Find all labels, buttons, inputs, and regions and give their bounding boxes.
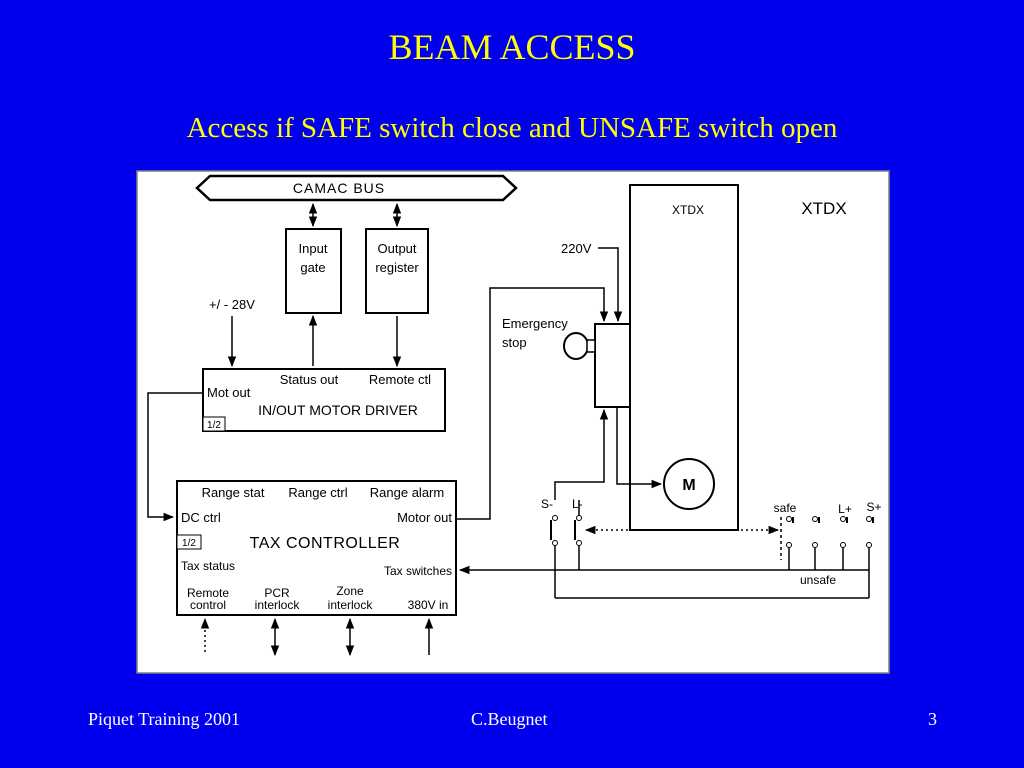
safe-switches	[786, 516, 820, 548]
camac-bus	[195, 174, 518, 202]
range-stat-label: Range stat	[202, 485, 265, 500]
s-minus-to-estop-line	[554, 408, 609, 500]
mot-out-label: Mot out	[207, 385, 251, 400]
motout-to-dcctrl-line	[147, 392, 203, 522]
footer-page-number: 3	[928, 709, 937, 729]
motor-driver-tag: 1/2	[207, 420, 221, 431]
remote-control-label-1: Remote	[187, 586, 229, 600]
input-gate-label-1: Input	[299, 241, 328, 256]
motor-out-label: Motor out	[397, 510, 452, 525]
emergency-stop-button-icon	[563, 332, 589, 360]
range-alarm-label: Range alarm	[370, 485, 444, 500]
emergency-stop-label-1: Emergency	[502, 316, 568, 331]
s-plus-switch	[866, 516, 874, 548]
slide-subtitle: Access if SAFE switch close and UNSAFE s…	[186, 112, 838, 144]
l-minus-label: L-	[572, 497, 583, 511]
xtdx-small-label: XTDX	[672, 203, 704, 217]
motorout-to-estop-line	[456, 287, 609, 520]
slide-title: BEAM ACCESS	[388, 27, 636, 67]
pcr-interlock-label-1: PCR	[264, 586, 290, 600]
unsafe-label: unsafe	[800, 573, 836, 587]
estop-to-motor-arrow	[616, 407, 663, 489]
input-gate-label-2: gate	[300, 260, 325, 275]
motor-label: M	[682, 477, 695, 494]
l-plus-label: L+	[838, 502, 852, 516]
zone-interlock-label-2: interlock	[328, 598, 374, 612]
220v-arrow	[598, 247, 623, 323]
pcr-interlock-label-2: interlock	[255, 598, 301, 612]
status-out-label: Status out	[280, 372, 339, 387]
emergency-stop-box	[594, 323, 631, 408]
tax-controller-title: TAX CONTROLLER	[250, 535, 401, 552]
remote-control-label-2: control	[190, 598, 226, 612]
tax-status-label: Tax status	[181, 559, 235, 573]
s-minus-switch	[550, 515, 558, 546]
l-minus-switch	[574, 515, 582, 546]
l-plus-switch	[840, 516, 848, 548]
remote-ctl-label: Remote ctl	[369, 372, 431, 387]
motor-driver-tag-box	[202, 416, 226, 432]
motor-driver-title: IN/OUT MOTOR DRIVER	[258, 402, 418, 418]
tax-switches-label: Tax switches	[384, 564, 452, 578]
zone-interlock-label-1: Zone	[336, 584, 364, 598]
camac-bus-label: CAMAC BUS	[293, 180, 385, 196]
dc-ctrl-label: DC ctrl	[181, 510, 221, 525]
output-register-label-2: register	[375, 260, 419, 275]
input-gate-box	[285, 228, 342, 314]
safe-label: safe	[774, 501, 797, 515]
range-ctrl-label: Range ctrl	[288, 485, 347, 500]
380v-in-label: 380V in	[408, 598, 449, 612]
output-register-label-1: Output	[377, 241, 416, 256]
s-plus-label: S+	[866, 500, 881, 514]
xtdx-large-label: XTDX	[801, 199, 846, 218]
tax-controller-box	[176, 480, 457, 616]
tax-controller-tag: 1/2	[182, 538, 196, 549]
motor-driver-box	[202, 368, 446, 432]
footer-center: C.Beugnet	[471, 709, 548, 729]
voltage-28v-label: +/ - 28V	[209, 297, 255, 312]
tax-controller-tag-box	[176, 534, 202, 550]
output-register-box	[365, 228, 429, 314]
emergency-stop-stem	[586, 339, 596, 353]
footer-left: Piquet Training 2001	[88, 709, 241, 729]
220v-label: 220V	[561, 241, 592, 256]
s-minus-label: S-	[541, 497, 553, 511]
emergency-stop-label-2: stop	[502, 335, 527, 350]
motor-icon	[663, 458, 715, 510]
